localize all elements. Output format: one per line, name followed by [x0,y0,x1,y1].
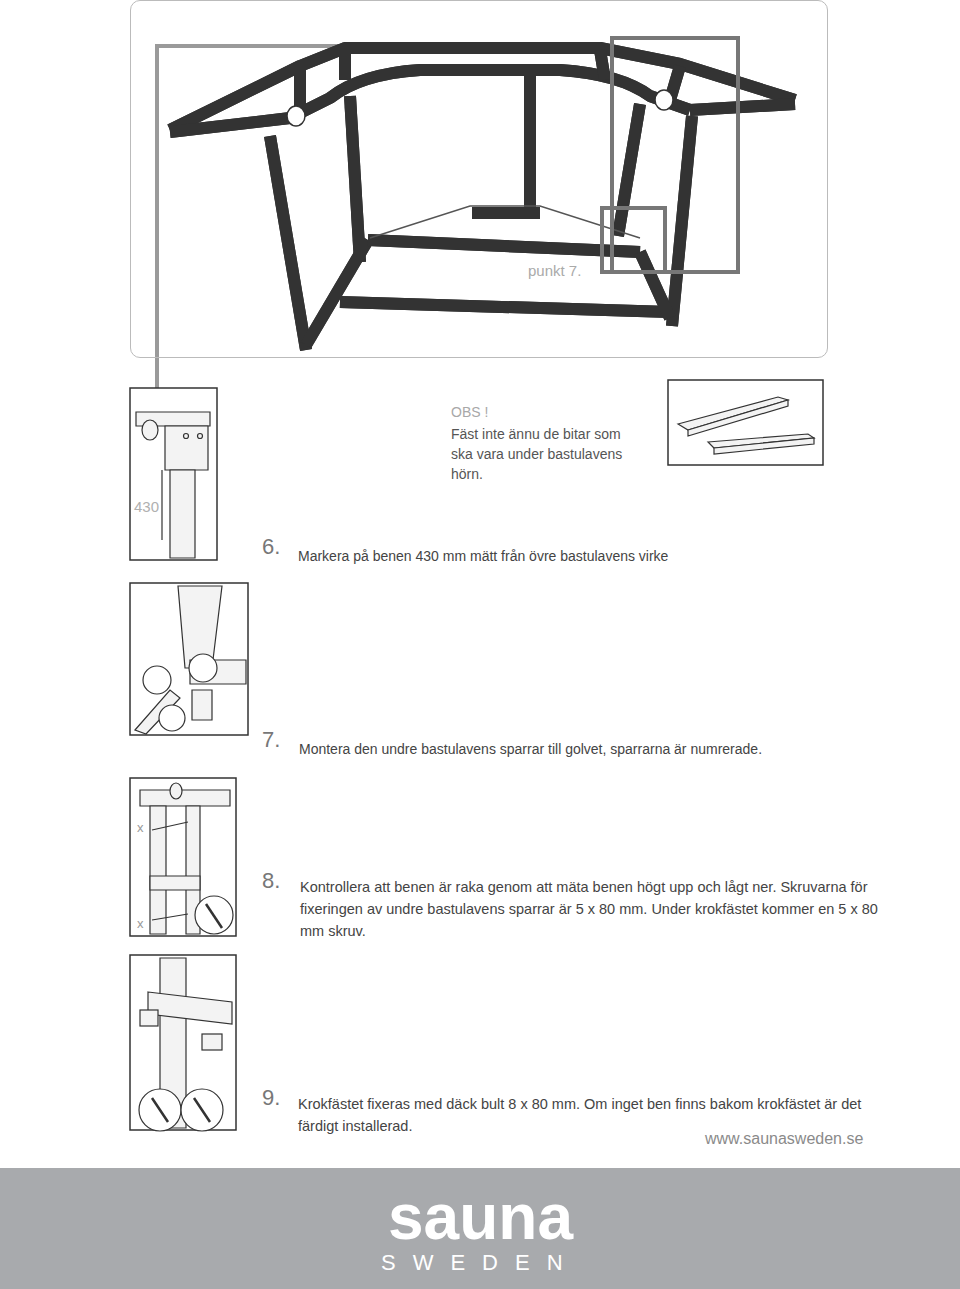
measure-mark: x [137,916,149,932]
screw [184,434,189,439]
step-number: 6. [262,536,296,558]
leg-check [140,783,233,934]
screw [206,904,222,928]
rail-end [287,106,305,126]
step-number: 8. [262,870,296,892]
highlight-frame [602,208,665,272]
beam [140,790,230,806]
image-frame [130,955,236,1130]
bench-frame [170,48,795,350]
rail-end [170,783,182,799]
leg [150,806,166,934]
bracket [192,690,212,720]
step-number: 7. [262,729,296,751]
bracket [140,1010,158,1026]
rail-end [655,90,673,110]
rail [150,876,200,890]
image-frame [130,778,236,936]
bracket [202,1034,222,1050]
floor-edge [370,206,640,238]
dimension: 430 [134,496,174,518]
measure-mark: x [137,820,149,836]
footer-band: saunaSWEDEN [0,1168,960,1289]
plank [714,438,814,454]
plank [678,397,788,430]
leg-detail [136,412,210,558]
step-number: 9. [262,1087,296,1109]
leg [170,470,195,558]
screw [198,434,203,439]
image-frame [130,583,248,735]
floor-joint [135,586,246,734]
brand-subtitle: SWEDEN [381,1250,580,1275]
brand-name: sauna [388,1180,573,1254]
note-heading: OBS ! [451,402,631,422]
highlight-frame [612,38,738,272]
detail-circle [143,666,171,694]
bolt [152,1098,210,1122]
measure-line [161,470,162,540]
loose-planks [678,397,814,454]
step-text: Montera den undre bastulavens sparrar ti… [299,738,919,760]
image-frame [668,380,823,465]
rail [148,992,232,1024]
detail-circle [159,705,185,731]
detail-circle [195,896,233,934]
rail-end [142,420,158,440]
bench-frame-fill [170,48,795,350]
web-address: www.saunasweden.se [705,1128,945,1150]
plank [688,400,788,436]
hook-bracket [139,958,232,1131]
bracket [165,426,208,470]
image-frame [130,388,217,560]
detail-circle [189,654,217,682]
note-text: Fäst inte ännu de bitar som ska vara und… [451,424,629,484]
bench-details [287,90,673,238]
measure-line [152,822,188,920]
illustration-panel: punkt 7. [130,0,828,358]
step-text: Kontrollera att benen är raka genom att … [300,876,900,942]
panel-caption: punkt 7. [528,262,581,279]
step-text: Markera på benen 430 mm mätt från övre b… [298,545,918,567]
